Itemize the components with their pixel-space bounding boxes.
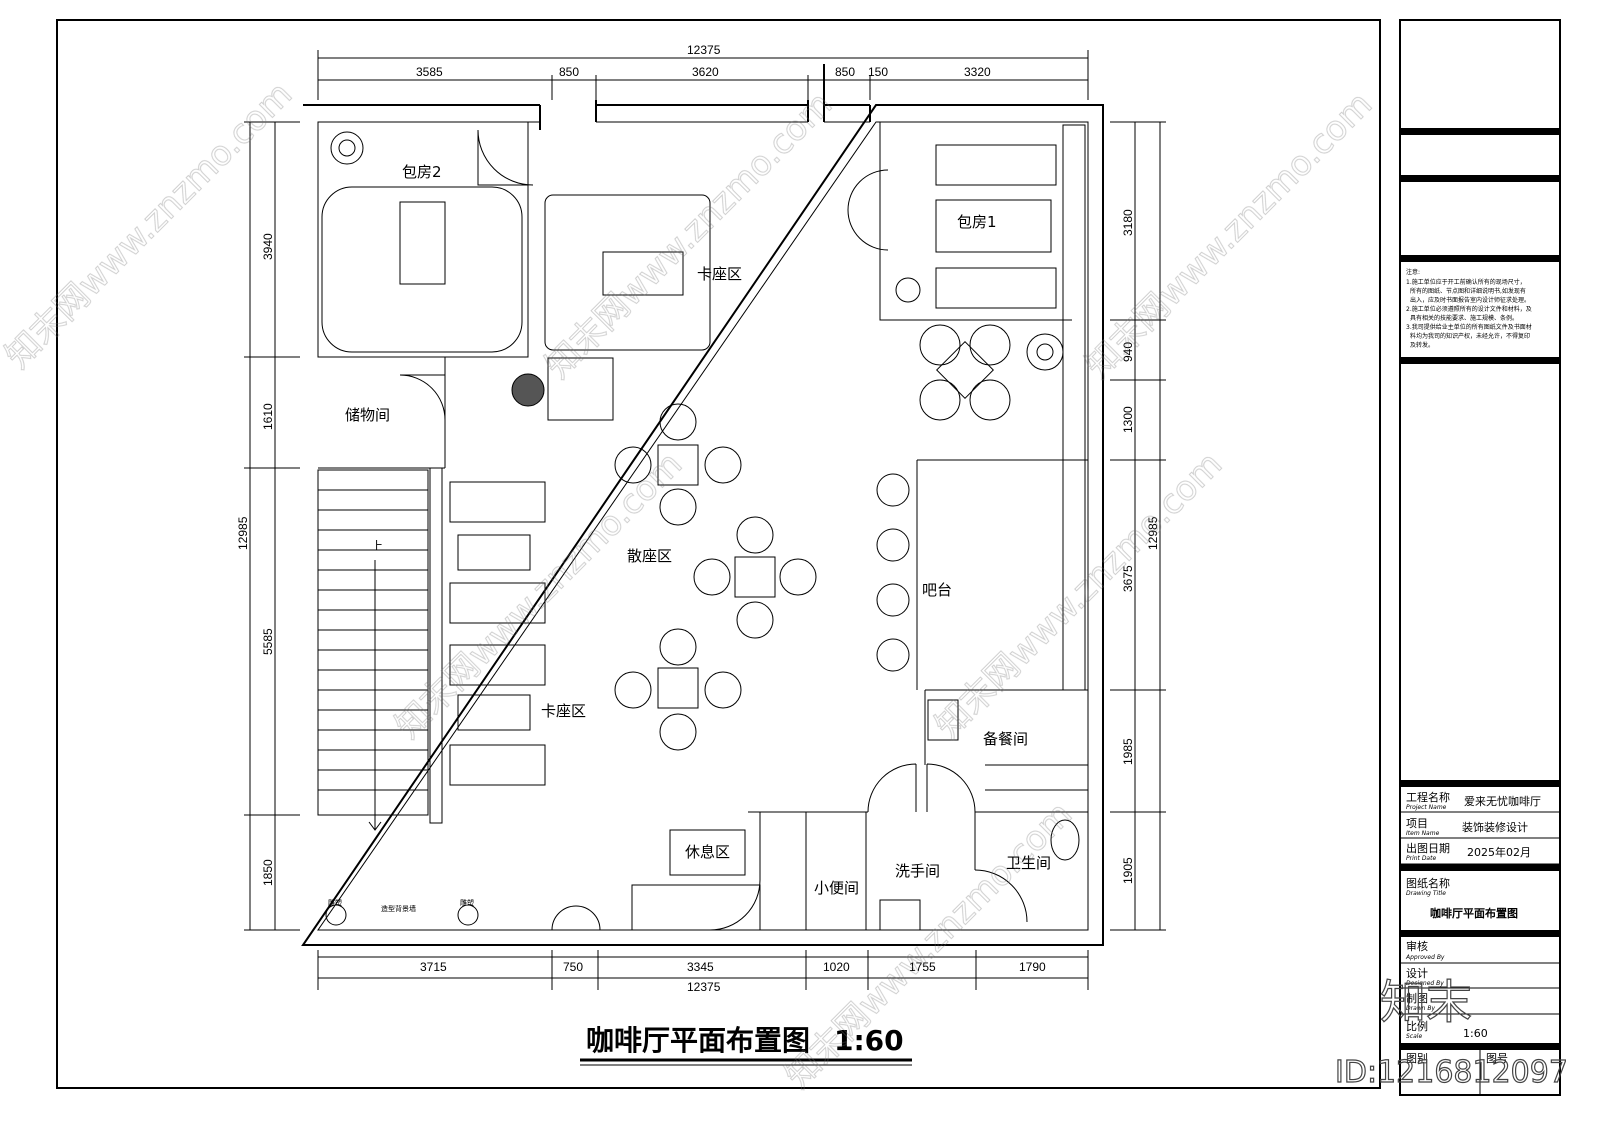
note-line: 及转发。 <box>1410 341 1434 349</box>
building-walls <box>301 64 1104 946</box>
designed-en: Designed By <box>1406 980 1444 987</box>
dim-bottom: 1790 <box>1019 960 1046 974</box>
scale-en: Scale <box>1406 1033 1422 1040</box>
dim-bottom: 3715 <box>420 960 447 974</box>
dim-right: 940 <box>1121 342 1135 362</box>
dim-top: 150 <box>868 65 888 79</box>
watermark-logo: 知末 <box>1380 975 1472 1029</box>
drawing-title-en: Drawing Title <box>1406 890 1446 897</box>
note-line: 1.施工单位应于开工前确认所有的现场尺寸， <box>1406 278 1526 286</box>
dim-right: 3675 <box>1121 565 1135 592</box>
dim-left-total: 12985 <box>236 516 250 550</box>
drawing-scale-caption: 1:60 <box>834 1024 904 1057</box>
note-line: 料均为我司的知识产权，未经允许，不得复印 <box>1410 332 1530 340</box>
dimension-lines: 12375 3585 850 3620 850 150 3320 3715 75… <box>236 43 1166 994</box>
label-sculpture: 雕塑 <box>460 898 474 907</box>
item-en: Item Name <box>1406 830 1440 837</box>
watermark-text: 知末网www.znzmo.com <box>928 444 1230 746</box>
note-line: 具有相关的技能要求、施工规模、条例。 <box>1410 314 1518 322</box>
dim-right-total: 12985 <box>1146 516 1160 550</box>
label-urinal: 小便间 <box>814 879 859 897</box>
drawn-label: 制图 <box>1406 992 1428 1005</box>
staircase: 上 <box>317 467 443 831</box>
label-private-room-2: 包房2 <box>402 163 442 181</box>
project-name-label: 工程名称 <box>1406 790 1450 804</box>
drawing-title-caption: 咖啡厅平面布置图 <box>586 1024 810 1057</box>
dim-bottom-total: 12375 <box>687 980 721 994</box>
dim-top: 850 <box>835 65 855 79</box>
sheet-label: 图别 <box>1406 1052 1428 1065</box>
table-set <box>693 516 817 639</box>
note-line: 出入，应及时书面报告室内设计师征求处理。 <box>1410 296 1530 304</box>
watermark-text: 知末网www.znzmo.com <box>0 74 300 376</box>
drawn-en: Drawn By <box>1406 1005 1435 1012</box>
note-line: 2.施工单位必须遵照所有的设计文件和材料，及 <box>1406 305 1532 313</box>
approved-label: 审核 <box>1406 939 1428 953</box>
dim-bottom: 1755 <box>909 960 936 974</box>
dim-left: 1850 <box>261 859 275 886</box>
dim-top: 3620 <box>692 65 719 79</box>
drawing-frame <box>56 19 1381 1089</box>
date-label: 出图日期 <box>1406 841 1450 855</box>
drawing-title: 咖啡厅平面布置图 <box>1430 906 1518 920</box>
watermark-text: 知末网www.znzmo.com <box>538 84 840 386</box>
dim-left: 5585 <box>261 628 275 655</box>
dim-right: 3180 <box>1121 209 1135 236</box>
label-toilet: 卫生间 <box>1006 854 1051 872</box>
approved-en: Approved By <box>1405 954 1445 961</box>
label-private-room-1: 包房1 <box>957 213 997 231</box>
table-set <box>614 403 742 526</box>
number-label: 图号 <box>1486 1052 1508 1065</box>
item-label: 项目 <box>1406 817 1428 830</box>
label-open-seating: 散座区 <box>627 547 672 565</box>
label-booth-top: 卡座区 <box>697 265 742 283</box>
label-feature-wall: 造型背景墙 <box>381 904 416 913</box>
note-line: 3.我司提供给业主单位的所有图纸文件及书面材 <box>1406 323 1532 331</box>
designed-label: 设计 <box>1406 967 1428 980</box>
item-value: 装饰装修设计 <box>1462 820 1528 834</box>
dim-left: 3940 <box>261 233 275 260</box>
watermark-text: 知末网www.znzmo.com <box>388 444 690 746</box>
watermark-id: ID:1216812097 <box>1335 1055 1568 1090</box>
dim-bottom: 750 <box>563 960 583 974</box>
watermark: 知末网www.znzmo.com 知末网www.znzmo.com 知末网www… <box>0 74 1381 1097</box>
dim-right: 1905 <box>1121 857 1135 884</box>
print-date: 2025年02月 <box>1467 845 1531 859</box>
dim-top: 3585 <box>416 65 443 79</box>
dim-bottom: 3345 <box>687 960 714 974</box>
project-name: 爱来无忧咖啡厅 <box>1464 794 1541 808</box>
label-lounge: 休息区 <box>685 843 730 861</box>
project-name-en: Project Name <box>1406 804 1447 811</box>
table-set <box>614 628 742 751</box>
dim-bottom: 1020 <box>823 960 850 974</box>
dim-top: 3320 <box>964 65 991 79</box>
label-storage: 储物间 <box>345 406 390 424</box>
dim-right: 1300 <box>1121 406 1135 433</box>
label-washroom: 洗手间 <box>895 862 940 880</box>
dim-top-total: 12375 <box>687 43 721 57</box>
dim-top: 850 <box>559 65 579 79</box>
label-pantry: 备餐间 <box>983 730 1028 748</box>
dim-right: 1985 <box>1121 738 1135 765</box>
drawing-title-label: 图纸名称 <box>1406 876 1450 890</box>
label-bar: 吧台 <box>922 581 952 599</box>
scale-label: 比例 <box>1406 1019 1428 1033</box>
date-en: Print Date <box>1406 855 1436 862</box>
note-line: 所有的图纸、节点图和详细说明书,如发现有 <box>1410 287 1526 295</box>
table-set <box>919 324 1011 421</box>
label-booth-left: 卡座区 <box>541 702 586 720</box>
stair-up-label: 上 <box>371 539 383 553</box>
scale-value: 1:60 <box>1463 1027 1488 1040</box>
dim-left: 1610 <box>261 403 275 430</box>
label-sculpture: 雕塑 <box>328 898 342 907</box>
room-labels: 包房2 卡座区 包房1 储物间 散座区 吧台 卡座区 备餐间 休息区 洗手间 卫… <box>328 163 1051 913</box>
furniture <box>321 131 1080 931</box>
notes-title: 注意: <box>1406 268 1420 276</box>
title-block: 注意: 1.施工单位应于开工前确认所有的现场尺寸， 所有的图纸、节点图和详细说明… <box>1399 19 1561 1096</box>
